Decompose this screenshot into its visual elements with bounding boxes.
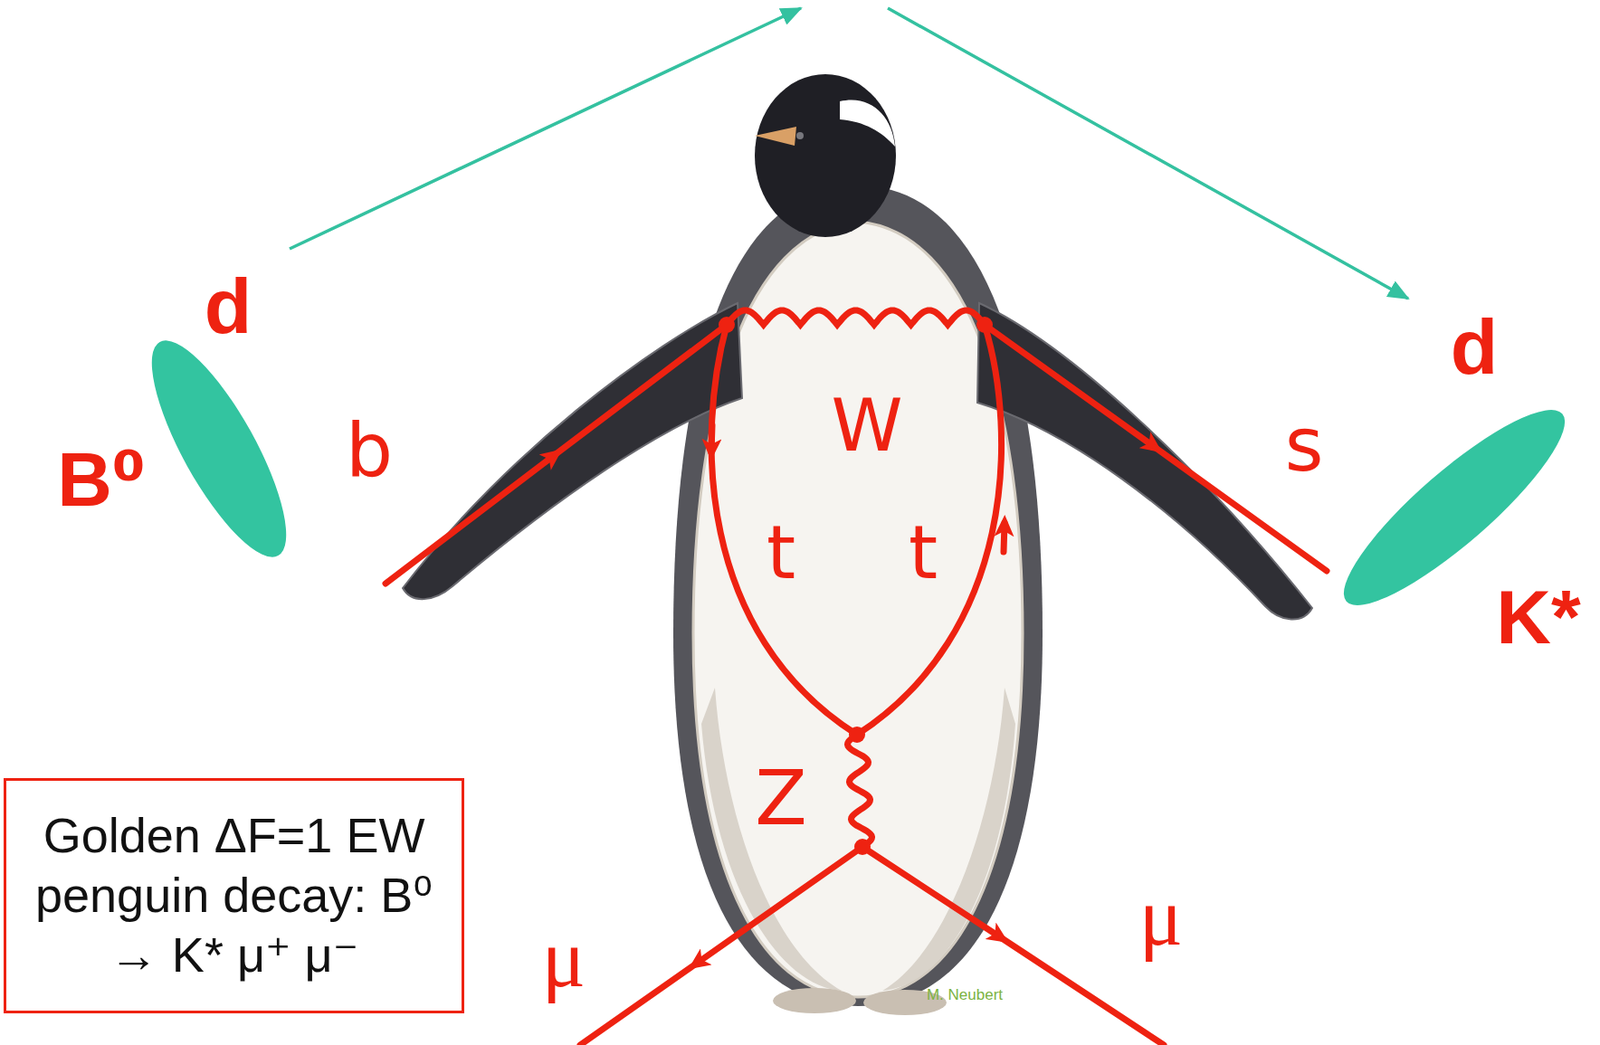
penguin-foot [772,988,857,1014]
label-holder: t [766,515,796,591]
boson-label: W [830,390,903,463]
muon-line [862,847,1002,939]
top-quark-line [711,324,858,735]
label-holder: W [830,390,903,463]
top-quark-arrow [1003,523,1005,553]
quark-label: t [766,515,796,591]
label-holder: M. Neubert [926,987,1003,1004]
vertex-dot [848,726,866,743]
vertex-dots [718,316,993,856]
quark-label: d [204,266,253,345]
quark-label: b [345,413,393,488]
s-quark-line [984,324,1156,448]
meson-name: K* [1495,579,1581,656]
label-holder: μ [1139,876,1183,959]
flavour-arrow [289,8,1409,299]
vertex-dot [976,316,993,334]
label-holder: t [908,515,938,591]
vertex-dot [854,838,871,856]
quark-label: t [908,515,938,591]
penguin [402,74,1313,1016]
label-holder: d [1450,307,1499,386]
arrow-segment [289,8,801,249]
b-quark-line [555,324,727,455]
label-holder: μ [542,918,586,1000]
label-holder: d [204,266,253,345]
penguin-right-flipper [977,303,1313,620]
credit-note: M. Neubert [926,987,1003,1003]
penguin-head [754,74,896,238]
penguin-belly-shade [882,687,1016,991]
caption-box: Golden ΔF=1 EW penguin decay: B⁰ → K* μ⁺… [3,778,465,1014]
quark-label: s [1285,408,1324,483]
top-quark-line [857,324,1002,735]
boson-label: Z [754,760,808,837]
label-holder: s [1285,408,1324,483]
penguin-beak [754,126,797,146]
caption-text: Golden ΔF=1 EW penguin decay: B⁰ → K* μ⁺… [30,806,439,986]
penguin-belly [693,221,1023,998]
b-quark-line [385,454,556,584]
meson-name: B⁰ [57,441,145,518]
label-holder: Z [754,760,808,837]
w-boson-line [726,310,985,325]
meson-ellipse [128,324,311,574]
penguin-eye [796,132,804,140]
blob-shape [36,248,326,584]
text-holder: K* [1495,579,1581,656]
z-boson-line [847,734,873,848]
lepton-label: μ [1139,876,1183,959]
penguin-left-flipper [402,303,743,600]
quark-label: d [1450,307,1499,386]
feynman-diagram [385,310,1327,1045]
muon-line [695,847,863,965]
lepton-label: μ [542,918,586,1000]
muon-line [580,964,696,1045]
penguin-head-patch [839,99,896,147]
meson-blob: B⁰ [36,248,326,584]
arrow-segment [887,8,1409,299]
label-holder: b [345,413,393,488]
vertex-dot [718,316,735,334]
text-holder: B⁰ [57,441,145,518]
top-quark-arrow [711,425,713,453]
